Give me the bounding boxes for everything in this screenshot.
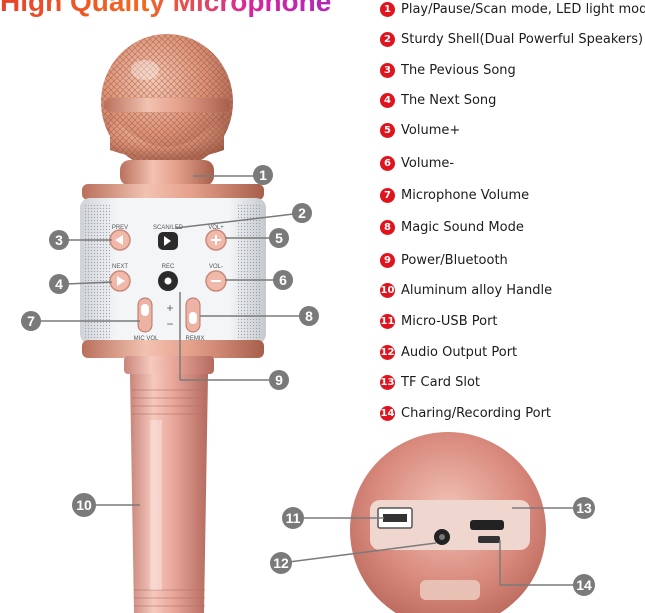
callout-marker [269,228,289,248]
callout-number: 5 [275,230,283,246]
callout-marker [282,507,304,529]
legend-number-badge: 6 [380,155,395,171]
mic-volume-knob[interactable] [141,304,149,316]
callout-number: 11 [286,510,301,526]
prev-label: PREV [112,225,128,231]
play-pause-icon [164,236,171,246]
legend-text: Volume+ [401,122,461,138]
callout-number: 1 [259,167,267,183]
legend-text: Volume- [401,155,455,171]
legend-text: Play/Pause/Scan mode, LED light mode [401,1,645,17]
legend-text: The Pevious Song [401,62,516,78]
callout-number: 8 [305,308,313,324]
callout-lines [38,175,583,586]
legend-number-badge: 9 [380,252,395,268]
legend-text: Charing/Recording Port [401,405,552,421]
tf-card-slot [470,520,504,530]
legend-item: 10 Aluminum alloy Handle [380,279,552,301]
legend-item: 6 Volume- [380,152,454,174]
scan-label: SCAN/LED [153,225,184,231]
legend-text: Microphone Volume [401,187,530,203]
callout-marker [573,497,595,519]
legend-item: 5 Volume+ [380,119,460,141]
legend-number-badge: 8 [380,219,395,235]
legend-text: Aluminum alloy Handle [401,282,553,298]
legend-item: 11 Micro-USB Port [380,310,498,332]
callout-marker [269,370,289,390]
prev-icon [115,235,123,245]
callout-number: 2 [298,205,306,221]
callout-marker [292,203,312,223]
callout-number: 4 [55,276,63,292]
plus-sign: + [166,301,173,315]
vol-plus-icon [211,235,221,245]
legend-item: 12 Audio Output Port [380,341,517,363]
legend-number-badge: 11 [380,313,395,329]
callout-marker [49,230,69,250]
legend-number-badge: 5 [380,122,395,138]
legend-item: 13 TF Card Slot [380,371,480,393]
legend-item: 3 The Pevious Song [380,59,516,81]
legend-number-badge: 1 [380,1,395,17]
legend-text: TF Card Slot [401,374,481,390]
legend-text: Power/Bluetooth [401,252,508,268]
remix-knob[interactable] [189,312,197,324]
next-icon [117,276,125,286]
callout-number: 7 [27,313,35,329]
legend-number-badge: 7 [380,187,395,203]
legend-item: 8 Magic Sound Mode [380,216,524,238]
callout-marker [270,552,292,574]
mic-control-body: PREV SCAN/LED VOL+ NEXT REC VOL- + − [80,184,266,358]
legend-text: The Next Song [401,92,497,108]
legend-number-badge: 13 [380,374,395,390]
callout-marker [253,165,273,185]
remix-label: REMIX [185,336,204,342]
callout-marker [49,274,69,294]
legend-number-badge: 3 [380,62,395,78]
mic-handle [124,356,214,613]
legend-number-badge: 2 [380,31,395,47]
callout-number: 3 [55,232,63,248]
legend-number-badge: 4 [380,92,395,108]
legend-number-badge: 12 [380,344,395,360]
callout-number: 14 [576,577,592,593]
legend-text: Micro-USB Port [401,313,498,329]
callout-number: 6 [279,272,287,288]
legend-item: 9 Power/Bluetooth [380,249,508,271]
callout-number: 10 [76,497,92,513]
callout-number: 9 [275,372,283,388]
charging-port [478,536,500,543]
record-icon [164,277,172,285]
callout-markers: 1 2 3 4 5 6 7 8 9 10 11 12 13 [21,165,595,596]
callout-number: 12 [273,555,289,571]
page-title: High Quality Microphone [0,0,360,20]
legend-item: 7 Microphone Volume [380,184,529,206]
legend-text: Magic Sound Mode [401,219,524,235]
legend-item: 2 Sturdy Shell(Dual Powerful Speakers) [380,28,643,50]
legend-text: Audio Output Port [401,344,518,360]
rec-label: REC [162,264,175,270]
legend-item: 4 The Next Song [380,89,496,111]
mic-vol-label: MIC VOL [134,336,159,342]
callout-marker [21,311,41,331]
vol-plus-label: VOL+ [208,225,224,231]
next-label: NEXT [112,264,128,270]
callout-marker [573,574,595,596]
legend-item: 1 Play/Pause/Scan mode, LED light mode [380,0,645,20]
legend-number-badge: 14 [380,405,395,421]
legend-number-badge: 10 [380,282,395,298]
port-closeup [350,432,546,613]
minus-sign: − [166,317,173,331]
callout-marker [72,493,96,517]
callout-marker [299,306,319,326]
legend-item: 14 Charing/Recording Port [380,402,551,424]
callout-number: 13 [576,500,592,516]
callout-marker [273,270,293,290]
mic-head [101,34,233,186]
vol-minus-label: VOL- [209,264,223,270]
legend-text: Sturdy Shell(Dual Powerful Speakers) [401,31,644,47]
